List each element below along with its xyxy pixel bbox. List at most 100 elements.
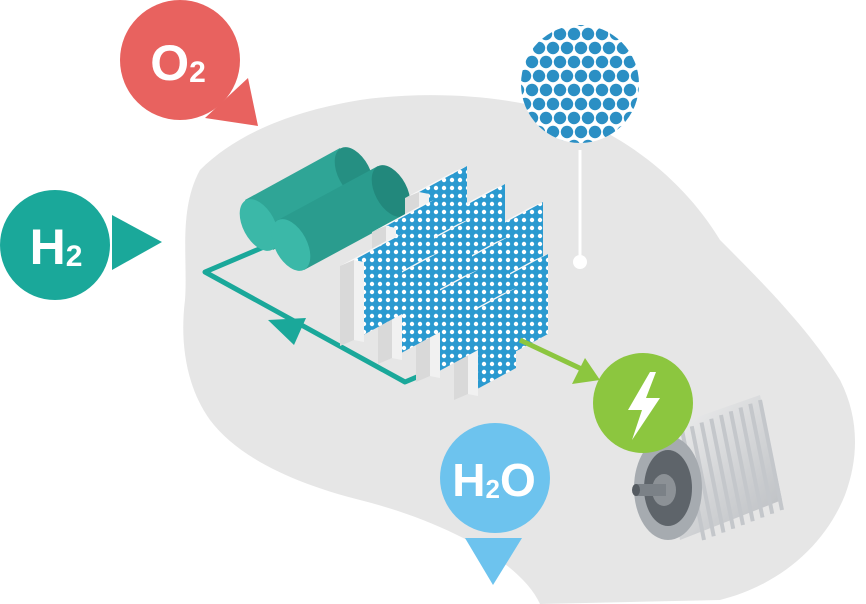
catalyst-particle [581, 111, 595, 125]
catalyst-particle [532, 41, 546, 55]
catalyst-particle [553, 27, 567, 41]
catalyst-particle [539, 55, 553, 69]
oxygen-symbol: O [150, 35, 189, 91]
water-symbol-o: O [500, 454, 536, 506]
catalyst-particle [623, 55, 637, 69]
catalyst-particle [623, 83, 637, 97]
fuel-cell-plate [340, 234, 402, 346]
catalyst-particle [574, 25, 588, 27]
svg-text:O2: O2 [150, 35, 206, 91]
catalyst-particle [567, 83, 581, 97]
catalyst-particle [567, 111, 581, 125]
catalyst-particle [602, 41, 616, 55]
catalyst-particle [588, 69, 602, 83]
catalyst-particle [630, 41, 639, 55]
catalyst-particle [574, 97, 588, 111]
catalyst-particle [560, 97, 574, 111]
catalyst-particle [595, 111, 609, 125]
motor-rib [689, 425, 716, 537]
catalyst-particle [532, 25, 546, 27]
hydrogen-pointer [112, 215, 162, 270]
catalyst-particle [588, 97, 602, 111]
catalyst-particle [630, 25, 639, 27]
power-flow-arrow [572, 358, 600, 384]
catalyst-particle [609, 27, 623, 41]
catalyst-particle [609, 55, 623, 69]
catalyst-particle [602, 97, 616, 111]
catalyst-particle [553, 55, 567, 69]
motor-rib [738, 407, 765, 518]
svg-text:H2: H2 [30, 219, 83, 275]
catalyst-particle [521, 41, 532, 55]
catalyst-particle [539, 83, 553, 97]
water-symbol-h: H [452, 454, 485, 506]
catalyst-particle [637, 139, 639, 143]
electric-motor [632, 395, 784, 541]
motor-rib [719, 414, 745, 526]
catalyst-particle [525, 27, 539, 41]
catalyst-particle [616, 25, 630, 27]
catalyst-particle [588, 125, 602, 139]
oxygen-badge: O2 [120, 0, 258, 126]
catalyst-particle [623, 111, 637, 125]
catalyst-particle [609, 83, 623, 97]
magnifier-point [573, 255, 587, 269]
catalyst-particle [581, 83, 595, 97]
catalyst-particle [630, 97, 639, 111]
catalyst-particle [532, 69, 546, 83]
catalyst-particle [567, 55, 581, 69]
lightning-bolt-icon [628, 372, 660, 440]
catalyst-particle [521, 25, 532, 27]
water-subscript: 2 [485, 474, 499, 504]
catalyst-particle [637, 55, 639, 69]
catalyst-particle [574, 69, 588, 83]
catalyst-particle [637, 111, 639, 125]
catalyst-particle [630, 69, 639, 83]
catalyst-particle [546, 41, 560, 55]
catalyst-particle [525, 83, 539, 97]
motor-rib [699, 422, 726, 533]
catalyst-particle [521, 55, 525, 69]
catalyst-particle [595, 55, 609, 69]
svg-text:H2O: H2O [452, 454, 535, 506]
catalyst-particle [521, 69, 532, 83]
catalyst-particle [521, 83, 525, 97]
catalyst-particle [623, 27, 637, 41]
hydrogen-flow-arrow [268, 318, 306, 345]
catalyst-particle [532, 97, 546, 111]
motor-rib [728, 410, 755, 522]
catalyst-particle [637, 27, 639, 41]
catalyst-particle [574, 41, 588, 55]
catalyst-particle [581, 55, 595, 69]
water-badge: H2O [440, 423, 550, 585]
oxygen-pointer [205, 78, 258, 126]
catalyst-particle [560, 69, 574, 83]
catalyst-particle [560, 125, 574, 139]
catalyst-particle [525, 55, 539, 69]
catalyst-particle [637, 83, 639, 97]
fuel-cell-stack [340, 166, 548, 400]
catalyst-particle [560, 25, 574, 27]
catalyst-particle [588, 41, 602, 55]
oxygen-subscript: 2 [189, 56, 206, 89]
catalyst-particle [546, 69, 560, 83]
electricity-badge [593, 353, 693, 453]
catalyst-particle [521, 27, 525, 41]
catalyst-particle [616, 69, 630, 83]
catalyst-particle [609, 111, 623, 125]
hydrogen-tank-front [271, 165, 411, 271]
catalyst-particle [546, 97, 560, 111]
catalyst-particle [616, 125, 630, 139]
catalyst-particle [616, 97, 630, 111]
car-mirror [700, 239, 723, 279]
catalyst-particle [588, 25, 602, 27]
hydrogen-badge: H2 [0, 190, 162, 300]
hydrogen-tanks [239, 147, 411, 271]
water-pointer [465, 538, 522, 585]
catalyst-particle [602, 25, 616, 27]
catalyst-particle [630, 125, 639, 139]
power-flow-line [518, 337, 590, 375]
catalyst-particle [546, 25, 560, 27]
catalyst-particle [567, 27, 581, 41]
